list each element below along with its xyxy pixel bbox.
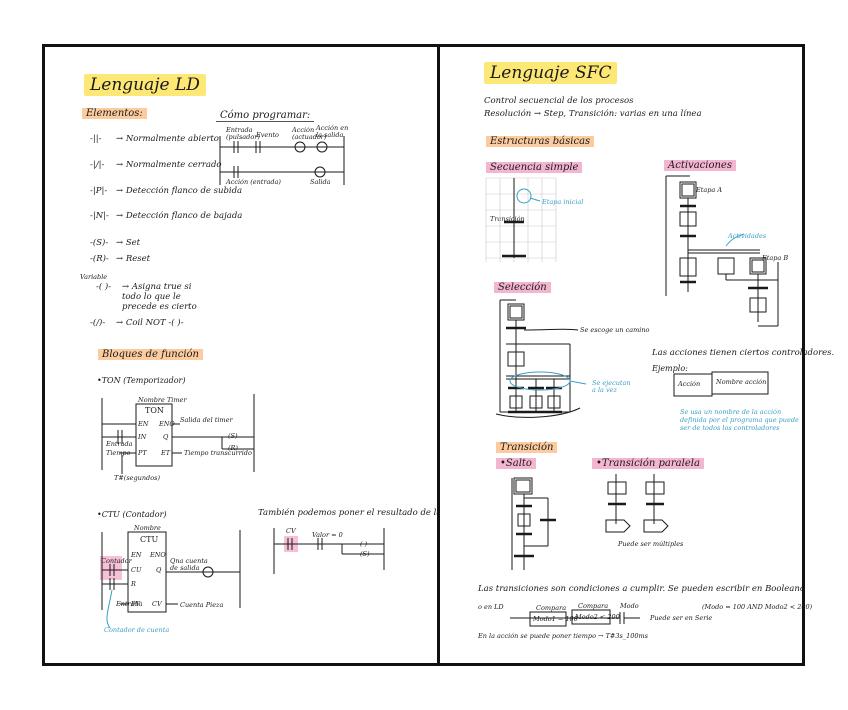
- parallel-title: •Transición paralela: [592, 458, 704, 469]
- ld-note: Puede ser en Serie: [650, 614, 712, 622]
- actions-example: Ejemplo:: [652, 364, 688, 373]
- transition-heading: Transición: [496, 442, 557, 453]
- transitions-cond: (Modo = 100 AND Modo2 < 200): [702, 603, 812, 611]
- actions-note: Se usa un nombre de la acción definida p…: [680, 408, 800, 432]
- parallel-note: Puede ser múltiples: [618, 540, 683, 548]
- compare-value: Modo1 = 100: [533, 615, 578, 623]
- transitions-footer: En la acción se puede poner tiempo → T#3…: [478, 632, 648, 640]
- transitions-text: Las transiciones son condiciones a cumpl…: [478, 584, 805, 594]
- action-name-box: Nombre acción: [716, 378, 766, 386]
- compare-label: Compara: [536, 604, 566, 612]
- selection-label: Se ejecutan a la vez: [592, 380, 632, 394]
- selection-label: Se escoge un camino: [580, 326, 649, 334]
- compare-value: Modo2 < 200: [575, 613, 620, 621]
- action-box: Acción: [678, 380, 700, 388]
- transitions-ld: o en LD: [478, 603, 504, 611]
- actions-text: Las acciones tienen ciertos controladore…: [652, 348, 834, 358]
- selection-title: Selección: [494, 282, 551, 293]
- jump-title: •Salto: [496, 458, 536, 469]
- compare-label: Compara: [578, 602, 608, 610]
- mode-label: Modo: [620, 602, 639, 610]
